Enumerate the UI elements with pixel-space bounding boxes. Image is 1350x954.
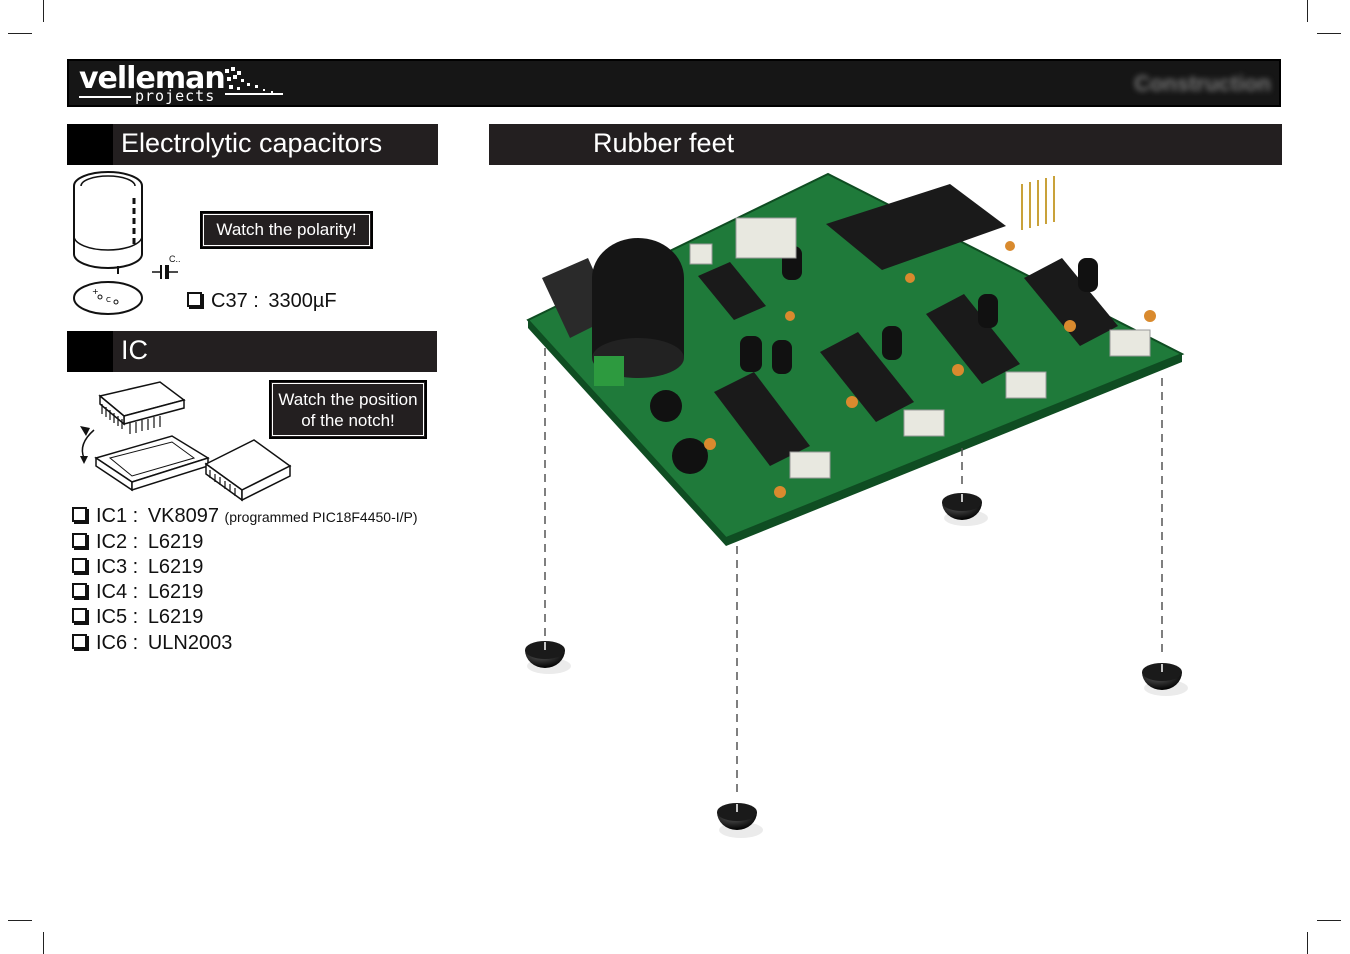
list-item: IC6 : ULN2003 [72,632,232,655]
crop-mark [1317,920,1341,921]
capacitor-illustration: + C [73,171,143,315]
logo-wordmark: velleman [79,61,226,96]
crop-mark [8,33,32,34]
polarity-callout-text: Watch the polarity! [216,220,357,239]
checkbox-icon[interactable] [72,608,87,624]
crop-mark [1307,0,1308,22]
list-item: IC5 : L6219 [72,606,203,629]
list-item: IC3 : L6219 [72,556,203,579]
checkbox-icon[interactable] [72,533,87,549]
checkbox-icon[interactable] [72,507,87,523]
crop-mark [1307,932,1308,954]
list-item: IC1 : VK8097 (programmed PIC18F4450-I/P) [72,505,418,528]
velleman-logo: velleman projects [75,61,285,107]
section-bar-rubber-feet: Rubber feet [489,124,1282,165]
section-title: Electrolytic capacitors [121,128,383,158]
crop-mark [43,0,44,22]
checkbox-icon[interactable] [72,558,87,574]
ic-insertion-illustration [80,381,292,502]
svg-text:+: + [92,287,99,296]
rubber-foot [525,641,571,674]
checkbox-icon[interactable] [72,634,87,650]
section-title: IC [121,335,148,365]
list-item: IC2 : L6219 [72,531,203,554]
section-title: Rubber feet [593,128,735,158]
logo-underline [79,96,131,98]
logo-pixel-icon [225,67,283,95]
checkbox-icon[interactable] [72,583,87,599]
crop-mark [1317,33,1341,34]
section-bar-electrolytic: Electrolytic capacitors [67,124,438,165]
crop-mark [43,932,44,954]
section-bar-ic: IC [67,331,437,372]
notch-callout: Watch the position of the notch! [269,380,427,439]
polarity-callout: Watch the polarity! [200,211,373,249]
crop-mark [8,920,32,921]
page-header: velleman projects Construction [67,59,1281,107]
list-item: IC4 : L6219 [72,581,203,604]
logo-subtitle: projects [135,87,216,105]
capacitor-symbol-label: C.. [169,254,181,264]
header-section-label: Construction [1134,71,1271,96]
notch-callout-line2: of the notch! [301,411,395,430]
notch-callout-line1: Watch the position [278,390,418,409]
capacitor-symbol-icon [152,265,178,279]
svg-text:C: C [106,296,111,304]
list-item: C37 : 3300µF [187,290,337,313]
checkbox-icon[interactable] [187,292,202,308]
pcb-rubber-feet-illustration [525,172,1188,838]
